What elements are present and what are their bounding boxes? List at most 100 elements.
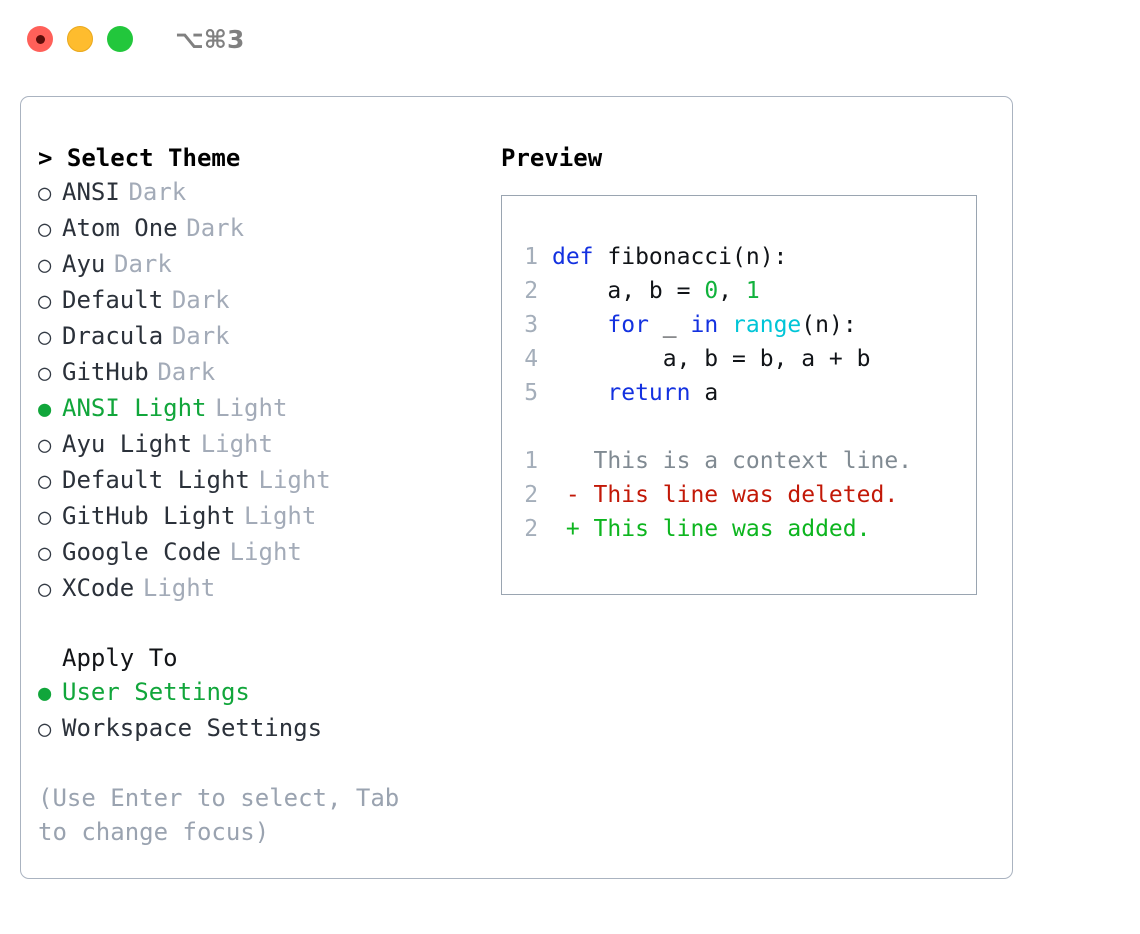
token-plain: (n):: [801, 312, 857, 338]
code-line: 4 a, b = b, a + b: [516, 342, 976, 376]
token-plain: [718, 312, 732, 338]
apply-to-option-workspace-settings[interactable]: ○ Workspace Settings: [38, 711, 488, 747]
apply-to-option-label: User Settings: [62, 678, 250, 706]
radio-unselected-icon: ○: [38, 469, 52, 494]
diff-text: This is a context line.: [551, 448, 913, 474]
radio-unselected-icon: ○: [38, 433, 52, 458]
apply-to-list[interactable]: ● User Settings ○ Workspace Settings: [38, 675, 488, 747]
theme-option-variant: Dark: [186, 214, 245, 242]
theme-option-ayu[interactable]: ○ Ayu Dark: [38, 247, 488, 283]
radio-unselected-icon: ○: [38, 717, 52, 742]
apply-to-heading: Apply To: [62, 644, 178, 672]
token-kw: def: [551, 244, 594, 270]
line-number: 3: [524, 312, 539, 338]
theme-option-label: ANSI Light: [62, 394, 207, 422]
code-line: 3 for _ in range(n):: [516, 308, 976, 342]
theme-option-variant: Dark: [157, 358, 216, 386]
radio-unselected-icon: ○: [38, 181, 52, 206]
theme-option-google-code[interactable]: ○ Google Code Light: [38, 535, 488, 571]
theme-option-label: GitHub: [62, 358, 149, 386]
radio-unselected-icon: ○: [38, 253, 52, 278]
theme-option-variant: Light: [258, 466, 331, 494]
theme-option-label: Ayu: [62, 250, 106, 278]
token-plain: _: [648, 312, 691, 338]
theme-option-label: ANSI: [62, 178, 120, 206]
radio-unselected-icon: ○: [38, 361, 52, 386]
code-text: def fibonacci(n):: [552, 240, 787, 274]
code-text: for _ in range(n):: [552, 308, 857, 342]
diff-line-ctx: 1 This is a context line.: [516, 444, 976, 478]
theme-option-variant: Light: [200, 430, 273, 458]
line-number: 1: [524, 448, 539, 474]
token-plain: [552, 380, 607, 406]
theme-option-variant: Dark: [171, 322, 230, 350]
token-plain: [552, 312, 607, 338]
line-number: 2: [524, 278, 539, 304]
theme-option-variant: Dark: [171, 286, 230, 314]
theme-option-variant: Light: [244, 502, 317, 530]
radio-unselected-icon: ○: [38, 217, 52, 242]
line-number: 2: [524, 516, 539, 542]
radio-unselected-icon: ○: [38, 325, 52, 350]
theme-option-variant: Dark: [128, 178, 187, 206]
theme-option-ansi[interactable]: ○ ANSI Dark: [38, 175, 488, 211]
diff-text: + This line was added.: [551, 516, 871, 542]
code-line: 2 a, b = 0, 1: [516, 274, 976, 308]
apply-to-option-label: Workspace Settings: [62, 714, 323, 742]
token-kw: for: [607, 312, 649, 338]
preview-heading: Preview: [501, 144, 603, 172]
radio-unselected-icon: ○: [38, 289, 52, 314]
diff-line-add: 2 + This line was added.: [516, 512, 976, 546]
code-line: 5 return a: [516, 376, 976, 410]
keyboard-hint-text: (Use Enter to select, Tab to change focu…: [38, 784, 400, 846]
diff-line-del: 2 - This line was deleted.: [516, 478, 976, 512]
token-kw: return: [607, 380, 691, 406]
keyboard-shortcut-label: ⌥⌘3: [175, 24, 245, 54]
close-button[interactable]: [27, 26, 53, 52]
code-text: a, b = b, a + b: [552, 342, 871, 376]
minimize-button[interactable]: [67, 26, 93, 52]
diff-text: - This line was deleted.: [551, 482, 899, 508]
theme-option-default-light[interactable]: ○ Default Light Light: [38, 463, 488, 499]
apply-to-option-user-settings[interactable]: ● User Settings: [38, 675, 488, 711]
diff-sample: 1 This is a context line.2 - This line w…: [516, 444, 976, 546]
code-text: a, b = 0, 1: [551, 274, 760, 308]
code-text: return a: [552, 376, 718, 410]
token-plain: ,: [718, 278, 746, 304]
theme-option-variant: Light: [229, 538, 302, 566]
radio-selected-icon: ●: [38, 397, 52, 422]
select-theme-heading: > Select Theme: [38, 144, 241, 172]
theme-option-github[interactable]: ○ GitHub Dark: [38, 355, 488, 391]
theme-option-label: Default Light: [62, 466, 250, 494]
token-plain: a, b =: [551, 278, 705, 304]
radio-unselected-icon: ○: [38, 505, 52, 530]
close-icon: [35, 34, 45, 44]
zoom-button[interactable]: [107, 26, 133, 52]
radio-selected-icon: ●: [38, 681, 52, 706]
theme-option-variant: Light: [142, 574, 216, 602]
radio-unselected-icon: ○: [38, 577, 52, 602]
token-plain: fibonacci(n):: [593, 244, 788, 270]
theme-option-label: Ayu Light: [62, 430, 193, 458]
token-num: 1: [745, 278, 760, 304]
theme-option-label: Google Code: [62, 538, 221, 566]
radio-unselected-icon: ○: [38, 541, 52, 566]
token-plain: a, b = b, a + b: [551, 346, 871, 372]
token-fn: range: [732, 312, 802, 338]
theme-option-variant: Dark: [114, 250, 172, 278]
